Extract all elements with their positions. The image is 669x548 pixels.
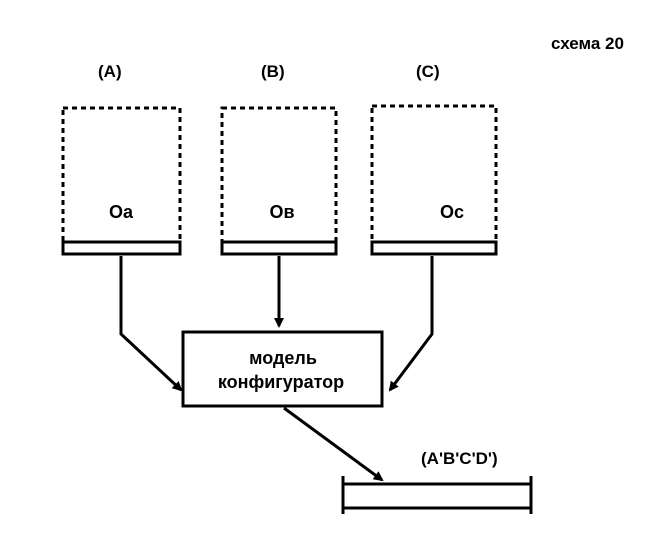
- object-label-a: Oa: [109, 202, 134, 222]
- configurator-line2: конфигуратор: [218, 372, 344, 392]
- scheme-label: схема 20: [551, 34, 624, 53]
- arrow-c-to-configurator: [388, 256, 434, 392]
- object-label-c: Oc: [440, 202, 464, 222]
- object-box-a: Oa: [61, 106, 182, 256]
- result-bar: [341, 476, 533, 514]
- configurator-box: модель конфигуратор: [181, 330, 384, 408]
- configurator-line1: модель: [249, 348, 317, 368]
- object-box-b: Oв: [220, 106, 338, 256]
- arrow-configurator-to-result: [283, 406, 384, 482]
- object-label-b: Oв: [269, 202, 294, 222]
- result-label: (A'B'C'D'): [421, 449, 498, 468]
- column-header-b: (B): [261, 62, 285, 81]
- column-header-a: (A): [98, 62, 122, 81]
- arrow-a-to-configurator: [119, 256, 183, 392]
- column-header-c: (C): [416, 62, 440, 81]
- object-box-c: Oc: [370, 104, 498, 256]
